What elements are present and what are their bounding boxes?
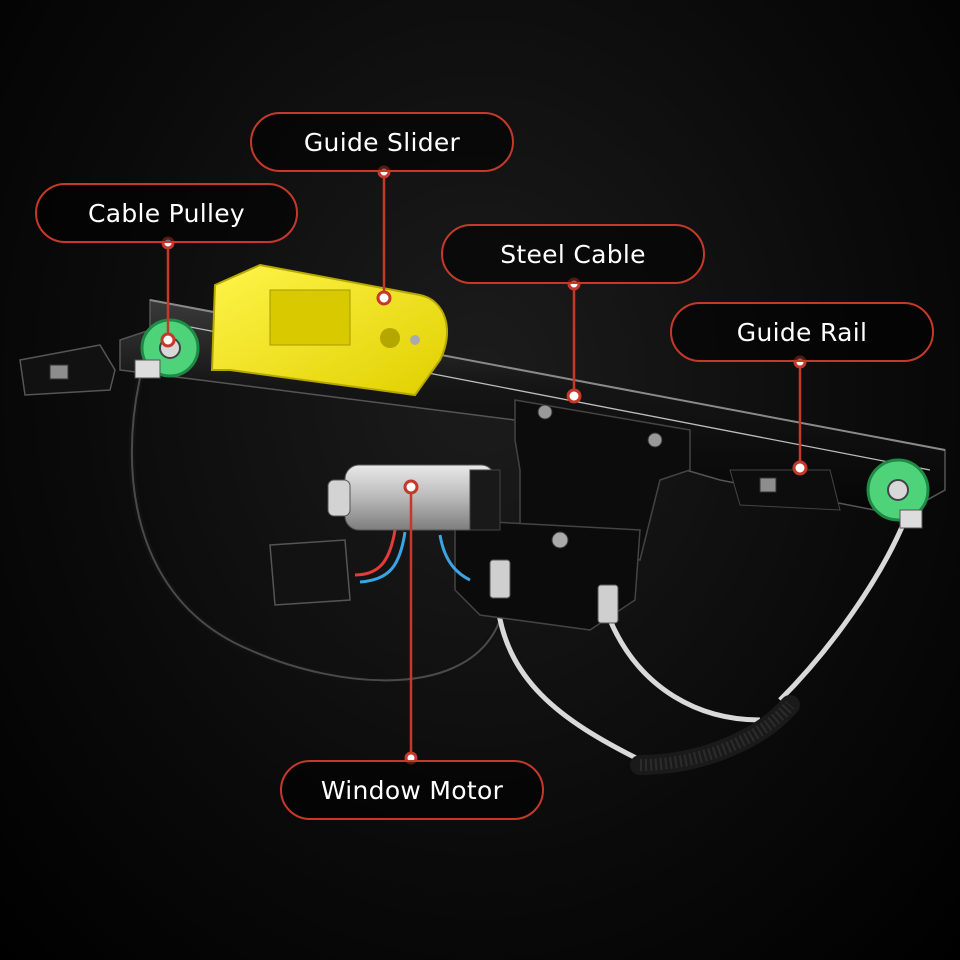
callout-guide-slider: Guide Slider [250, 112, 514, 172]
callout-guide-rail: Guide Rail [670, 302, 934, 362]
callout-steel-cable: Steel Cable [441, 224, 705, 284]
white-cable-left [494, 599, 642, 763]
electrical-connector [269, 539, 351, 606]
left-pulley [134, 318, 200, 379]
callout-guide-rail-text: Guide Rail [736, 317, 868, 347]
callout-window-motor-text: Window Motor [320, 775, 504, 805]
gear-housing [454, 519, 641, 631]
callout-steel-cable-text: Steel Cable [500, 239, 646, 269]
rail-right-tab [729, 469, 841, 511]
motor-can [327, 464, 501, 531]
callout-cable-pulley: Cable Pulley [35, 183, 298, 243]
callout-window-motor: Window Motor [280, 760, 544, 820]
right-pulley [866, 458, 930, 529]
motor-bracket [514, 399, 691, 561]
white-cable-right [607, 619, 761, 723]
black-cable-highlight [130, 377, 501, 682]
callout-cable-pulley-text: Cable Pulley [87, 198, 246, 228]
white-cable-rail [778, 519, 908, 702]
callout-guide-slider-text: Guide Slider [303, 127, 461, 157]
